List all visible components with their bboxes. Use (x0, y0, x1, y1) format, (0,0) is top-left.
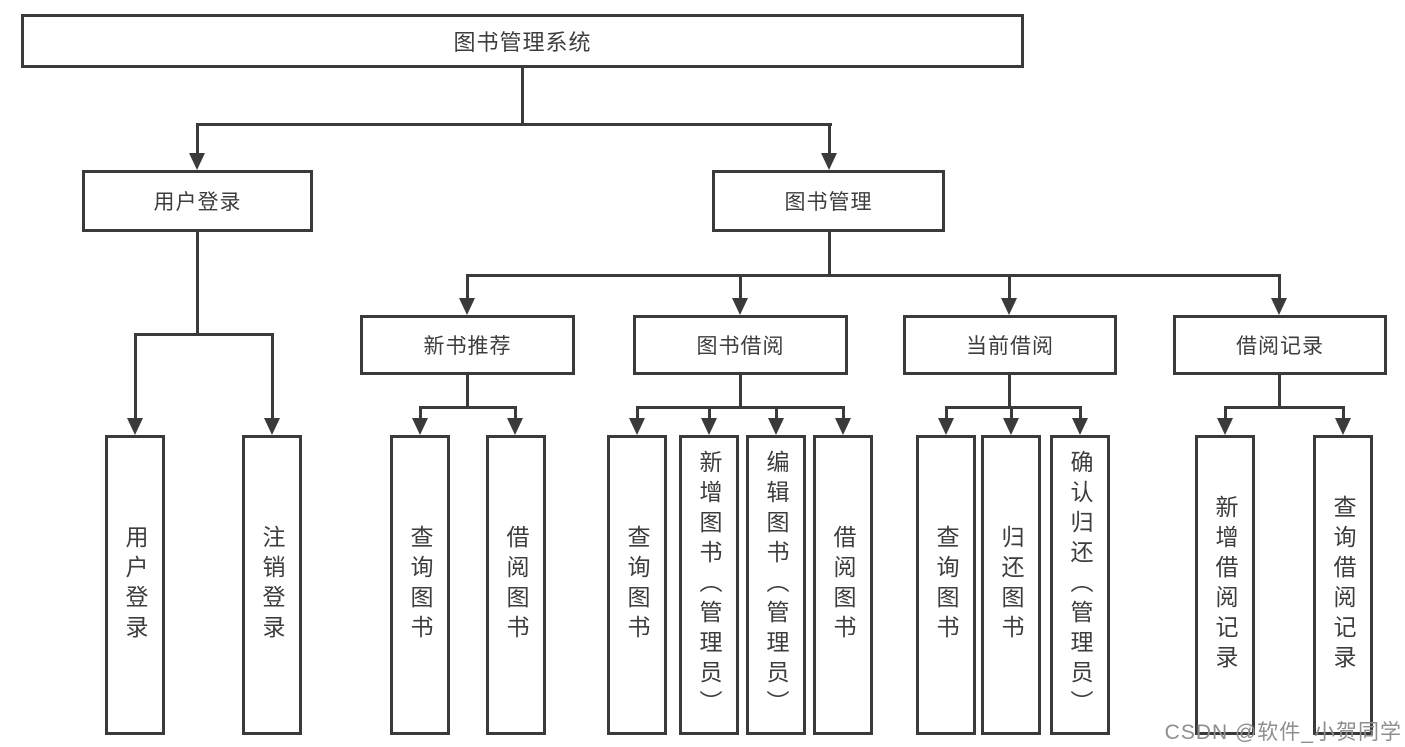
arrowhead-down-icon (127, 418, 143, 435)
connector-line (514, 406, 517, 420)
connector-line (521, 68, 524, 126)
connector-line (828, 123, 831, 155)
leaf-borrow-books-2: 借阅图书 (813, 435, 873, 735)
leaf-confirm-return-admin: 确认归还（管理员） (1050, 435, 1110, 735)
connector-line (842, 406, 845, 420)
connector-line (466, 375, 469, 409)
arrowhead-down-icon (1335, 418, 1351, 435)
arrowhead-down-icon (732, 298, 748, 315)
connector-line (1008, 274, 1011, 301)
connector-line (1278, 375, 1281, 409)
connector-line (1010, 406, 1013, 420)
connector-line (739, 274, 742, 301)
leaf-logout: 注销登录 (242, 435, 302, 735)
arrowhead-down-icon (264, 418, 280, 435)
leaf-query-borrow-record: 查询借阅记录 (1313, 435, 1373, 735)
connector-line (636, 406, 639, 420)
connector-line (775, 406, 778, 420)
connector-line (419, 406, 422, 420)
arrowhead-down-icon (629, 418, 645, 435)
leaf-query-books-3: 查询图书 (916, 435, 976, 735)
node-user-login: 用户登录 (82, 170, 313, 232)
connector-line (271, 333, 274, 420)
connector-line (196, 123, 199, 155)
connector-line (134, 333, 137, 420)
arrowhead-down-icon (1072, 418, 1088, 435)
connector-line (708, 406, 711, 420)
connector-line (828, 232, 831, 277)
node-current-borrowing: 当前借阅 (903, 315, 1117, 375)
arrowhead-down-icon (1217, 418, 1233, 435)
leaf-user-login: 用户登录 (105, 435, 165, 735)
connector-line (945, 406, 1081, 409)
arrowhead-down-icon (835, 418, 851, 435)
node-root-library-system: 图书管理系统 (21, 14, 1024, 68)
leaf-borrow-books: 借阅图书 (486, 435, 546, 735)
leaf-edit-books-admin: 编辑图书（管理员） (746, 435, 806, 735)
connector-line (1224, 406, 1227, 420)
arrowhead-down-icon (507, 418, 523, 435)
arrowhead-down-icon (459, 298, 475, 315)
arrowhead-down-icon (189, 153, 205, 170)
leaf-add-books-admin: 新增图书（管理员） (679, 435, 739, 735)
connector-line (739, 375, 742, 409)
arrowhead-down-icon (1003, 418, 1019, 435)
connector-line (1224, 406, 1344, 409)
connector-line (945, 406, 948, 420)
connector-line (636, 406, 844, 409)
connector-line (196, 123, 832, 126)
leaf-query-books-2: 查询图书 (607, 435, 667, 735)
connector-line (196, 232, 199, 336)
node-borrow-records: 借阅记录 (1173, 315, 1387, 375)
connector-line (134, 333, 274, 336)
connector-line (466, 274, 1281, 277)
arrowhead-down-icon (1271, 298, 1287, 315)
connector-line (1278, 274, 1281, 301)
csdn-watermark: CSDN @软件_小贺同学 (1164, 721, 1402, 744)
leaf-return-books: 归还图书 (981, 435, 1041, 735)
arrowhead-down-icon (768, 418, 784, 435)
connector-line (1079, 406, 1082, 420)
node-book-management: 图书管理 (712, 170, 945, 232)
node-book-borrowing: 图书借阅 (633, 315, 848, 375)
node-new-book-recommend: 新书推荐 (360, 315, 575, 375)
leaf-add-borrow-record: 新增借阅记录 (1195, 435, 1255, 735)
arrowhead-down-icon (701, 418, 717, 435)
arrowhead-down-icon (1001, 298, 1017, 315)
arrowhead-down-icon (821, 153, 837, 170)
connector-line (1342, 406, 1345, 420)
connector-line (1008, 375, 1011, 409)
arrowhead-down-icon (938, 418, 954, 435)
connector-line (466, 274, 469, 301)
arrowhead-down-icon (412, 418, 428, 435)
connector-line (419, 406, 517, 409)
leaf-query-books: 查询图书 (390, 435, 450, 735)
